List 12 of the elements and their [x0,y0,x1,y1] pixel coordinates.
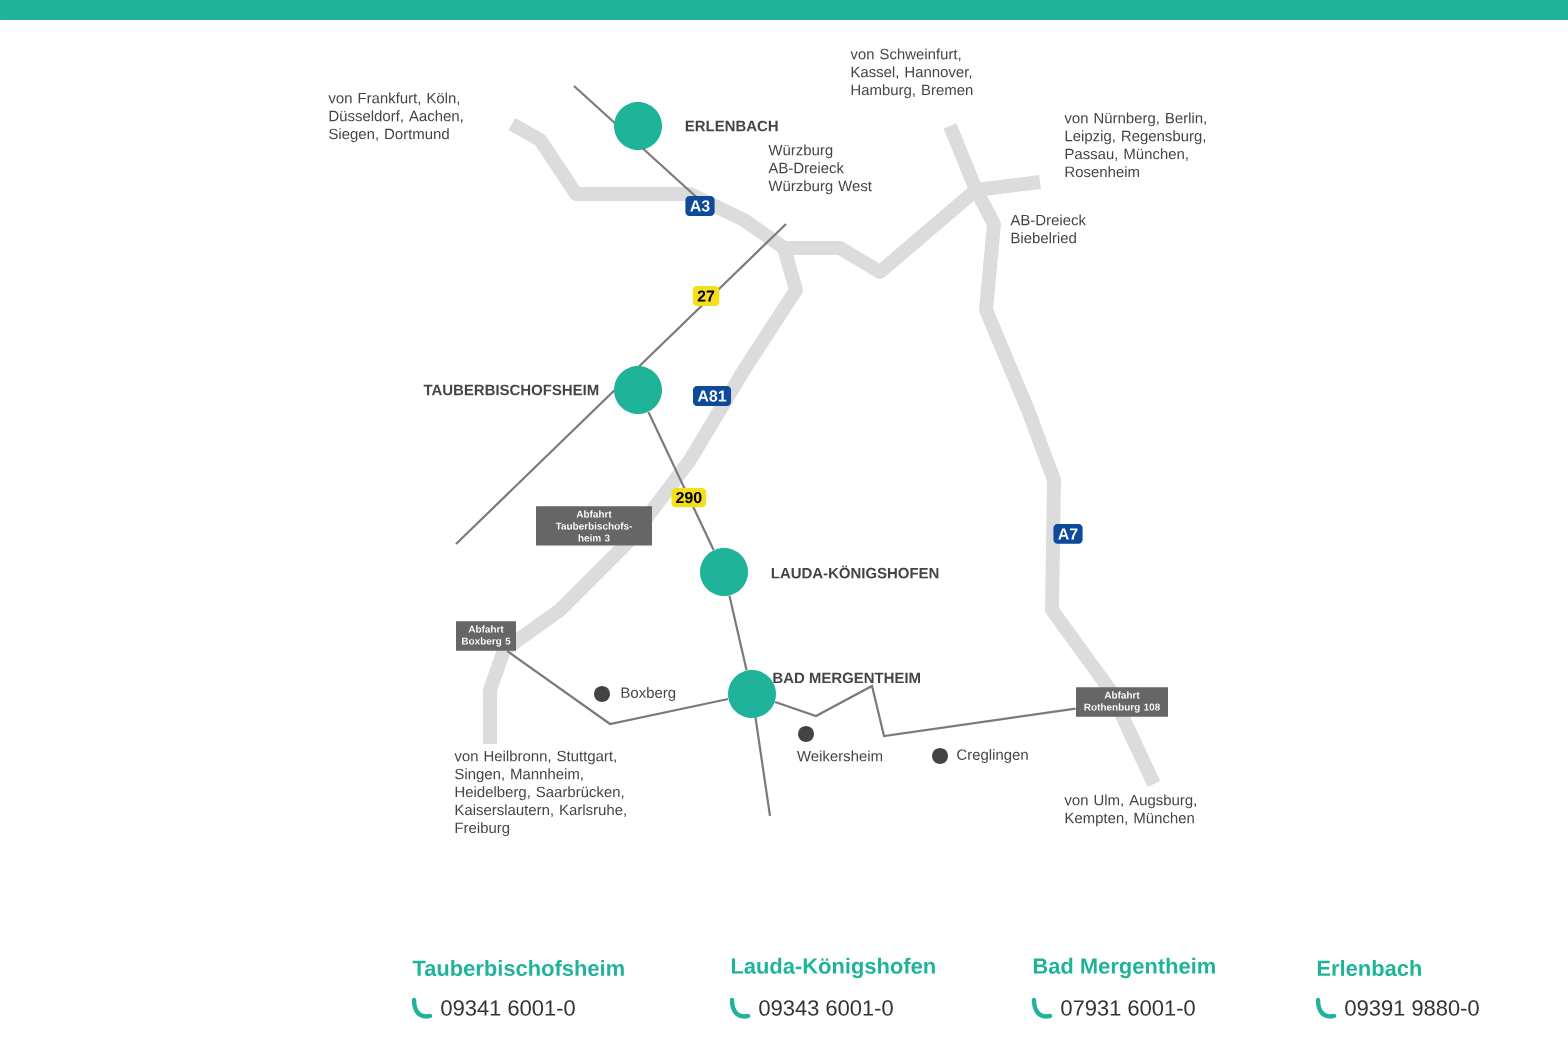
phone-number: 09391 9880-0 [1345,1000,1479,1016]
branch-name: Bad Mergentheim [1033,957,1215,979]
branch-name: Erlenbach [1317,959,1421,977]
branch-name: Tauberbischofsheim [412,959,624,977]
phone-number: 09341 6001-0 [441,1000,575,1016]
phone-number: 09343 6001-0 [759,1000,893,1016]
branch-name: Lauda-Königshofen [731,957,935,979]
road-line [728,595,748,671]
phone-number: 07931 6001-0 [1061,1000,1195,1016]
road-line [774,684,1076,738]
road-line [506,650,729,726]
road-line [647,411,715,551]
